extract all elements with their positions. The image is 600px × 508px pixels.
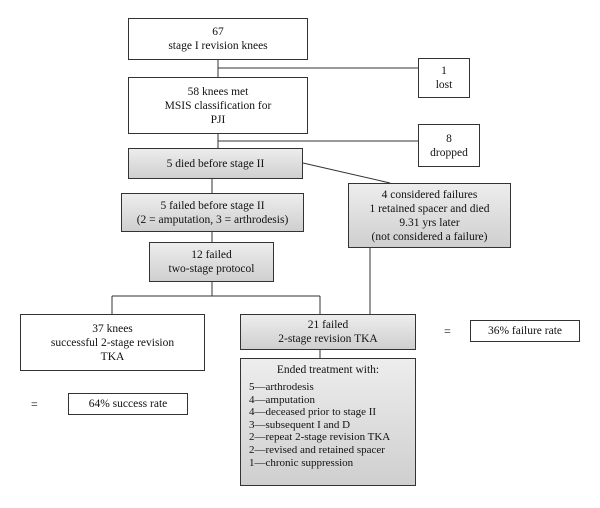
node-failed-protocol-line-2: two-stage protocol: [168, 263, 255, 275]
success-rate-label: 64% success rate: [88, 398, 168, 410]
node-considered-line-4: (not considered a failure): [371, 230, 488, 243]
node-lost-count: 1: [441, 65, 447, 77]
node-died-label: 5 died before stage II: [166, 157, 265, 170]
node-msis: 58 knees met MSIS classification for PJI: [128, 77, 308, 134]
node-failed-tka: 21 failed 2-stage revision TKA: [240, 314, 416, 350]
outcome-item: 2—repeat 2-stage revision TKA: [249, 431, 391, 444]
outcome-item: 3—subsequent I and D: [249, 418, 351, 431]
node-considered-line-3: 9.31 yrs later: [399, 216, 460, 229]
node-success-rate: 64% success rate: [68, 393, 188, 415]
outcome-item: 4—deceased prior to stage II: [249, 406, 377, 419]
connector-died-considered: [302, 162, 391, 184]
node-failed-tka-line-2: 2-stage revision TKA: [278, 333, 378, 345]
outcomes-list: 5—arthrodesis 4—amputation 4—deceased pr…: [241, 381, 415, 469]
node-considered-line-1: 4 considered failures: [381, 188, 478, 201]
node-dropped: 8 dropped: [418, 124, 480, 167]
node-outcomes: Ended treatment with: 5—arthrodesis 4—am…: [240, 358, 416, 486]
node-dropped-count: 8: [446, 132, 452, 145]
node-dropped-label: dropped: [430, 146, 468, 159]
node-considered-line-2: 1 retained spacer and died: [369, 202, 490, 215]
node-successful-line-2: successful 2-stage revision: [50, 336, 175, 349]
node-failed-before: 5 failed before stage II (2 = amputation…: [121, 193, 304, 232]
outcome-item: 1—chronic suppression: [249, 456, 354, 469]
node-failed-tka-line-1: 21 failed: [307, 319, 349, 331]
node-failed-protocol-line-1: 12 failed: [191, 249, 232, 261]
node-msis-line-3: PJI: [210, 113, 226, 126]
node-died: 5 died before stage II: [128, 148, 303, 179]
node-start-label: stage I revision knees: [168, 40, 268, 52]
node-failed-protocol: 12 failed two-stage protocol: [149, 242, 274, 282]
outcome-item: 4—amputation: [249, 393, 315, 406]
outcome-item: 5—arthrodesis: [249, 381, 314, 393]
node-failed-before-line-1: 5 failed before stage II: [160, 199, 265, 212]
node-failure-rate: 36% failure rate: [470, 320, 580, 342]
node-failed-before-line-2: (2 = amputation, 3 = arthrodesis): [136, 213, 289, 226]
node-lost-label: lost: [435, 79, 453, 91]
node-lost: 1 lost: [418, 58, 470, 98]
node-start-count: 67: [212, 26, 224, 38]
node-msis-line-2: MSIS classification for: [164, 99, 272, 112]
node-successful-line-1: 37 knees: [92, 322, 133, 335]
node-msis-line-1: 58 knees met: [187, 85, 249, 98]
node-successful-line-3: TKA: [100, 350, 125, 363]
node-start: 67 stage I revision knees: [128, 18, 308, 60]
success-equals-sign: =: [31, 397, 38, 411]
node-successful: 37 knees successful 2-stage revision TKA: [20, 314, 205, 371]
outcomes-title: Ended treatment with:: [276, 364, 380, 376]
failure-rate-label: 36% failure rate: [487, 325, 563, 337]
node-considered: 4 considered failures 1 retained spacer …: [348, 183, 511, 248]
failure-equals-sign: =: [444, 324, 451, 338]
outcome-item: 2—revised and retained spacer: [249, 443, 385, 456]
